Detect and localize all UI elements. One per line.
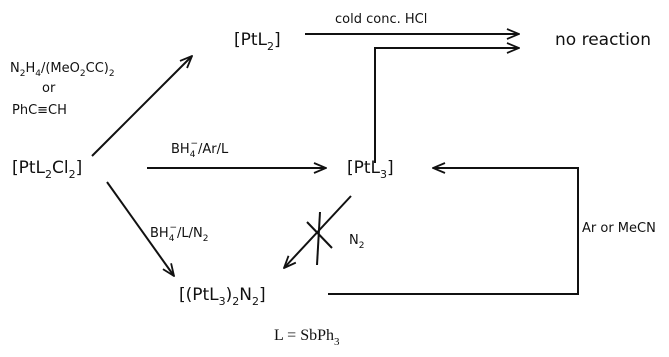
no-reaction-label: no reaction xyxy=(555,30,651,50)
ar-or-mecn-label: Ar or MeCN xyxy=(582,221,656,236)
borohydride-n2-label: BH4−/L/N2 xyxy=(150,223,208,244)
phenylacetylene-label: PhC≡CH xyxy=(12,103,67,118)
arrow-ptl2cl2-to-dinitrogen xyxy=(106,181,174,276)
blocked-cross-mark-2 xyxy=(316,211,321,266)
ligand-definition: L = SbPh3 xyxy=(274,327,340,348)
dinitrogen-complex: [(PtL3)2N2] xyxy=(179,285,266,308)
ptl2-complex: [PtL2] xyxy=(234,30,281,53)
borohydride-ar-label: BH4−/Ar/L xyxy=(171,139,229,160)
hydrazine-reagent-label: N2H4/(MeO2CC)2 xyxy=(10,61,115,79)
n2-blocked-label: N2 xyxy=(349,233,364,251)
arrow-ptl3-to-no-reaction xyxy=(374,48,519,163)
ptl3-complex: [PtL3] xyxy=(347,158,394,181)
or-label: or xyxy=(42,81,56,96)
cold-hcl-label: cold conc. HCl xyxy=(335,12,427,27)
arrow-dinitrogen-to-ptl3 xyxy=(328,168,579,295)
ptl2cl2-complex: [PtL2Cl2] xyxy=(12,158,82,181)
arrow-to-ptl2 xyxy=(91,56,192,157)
